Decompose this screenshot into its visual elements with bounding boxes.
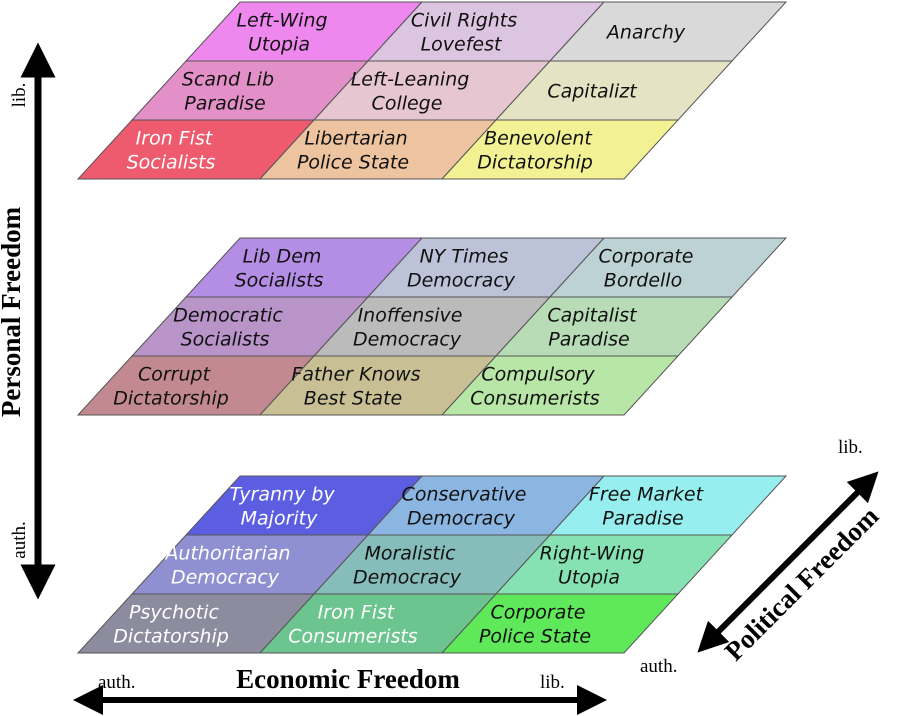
cell-label-line: Democracy [353,567,462,589]
cell-label-line: Left-Wing [236,10,327,32]
cell-label-line: Paradise [184,93,265,115]
cell-label-line: Scand Lib [182,69,274,91]
cell-label-line: Compulsory [481,364,595,386]
cell-label-line: Socialists [235,270,324,292]
cell-label-line: Authoritarian [163,543,290,565]
cell-label-line: Best State [304,388,402,410]
cell-label-line: Libertarian [304,128,407,150]
cell-label-line: Iron Fist [318,602,396,624]
cell-label-line: Bordello [604,270,682,292]
cell-label-line: Iron Fist [136,128,214,150]
cell-label-line: Consumerists [470,388,600,410]
personal-freedom-top-label: lib. [9,83,30,108]
economic-freedom-title: Economic Freedom [236,664,460,694]
cell-label-line: Utopia [558,567,620,589]
cell-label-line: Corrupt [138,364,212,386]
cell-label-line: Dictatorship [113,388,229,410]
cell-label-line: Lib Dem [243,246,322,268]
cell-label-line: Democracy [171,567,280,589]
economic-freedom-right-label: lib. [540,672,565,693]
cell-label-line: Socialists [127,152,216,174]
political-freedom-arrow [697,471,879,653]
cell-label-line: Paradise [602,508,683,530]
cell-label-line: Democratic [173,305,283,327]
cell-label-line: Free Market [589,484,705,506]
cell-label-line: Capitalizt [547,81,638,103]
cell-label-line: Conservative [402,484,527,506]
cell-label-line: Police State [297,152,409,174]
cell-label-line: Dictatorship [113,626,229,648]
cell-label-line: Democracy [353,329,462,351]
cell-middle-r2-c2 [440,355,680,416]
cell-label-line: Corporate [599,246,694,268]
cell-label-line: Capitalist [547,305,638,327]
cell-label-line: Civil Rights [411,10,517,32]
cell-label-line: Anarchy [605,22,686,44]
cell-label-line: Majority [241,508,318,530]
cell-label-line: Utopia [248,34,310,56]
cell-top-r2-c2 [440,119,680,180]
cell-label-line: Democracy [407,508,516,530]
economic-freedom-axis: auth. Economic Freedom lib. [73,664,607,715]
personal-freedom-title: Personal Freedom [0,206,26,417]
cell-label-line: Father Knows [291,364,420,386]
cell-label-line: Police State [479,626,591,648]
political-freedom-title: Political Freedom [719,500,885,666]
cell-label-line: Consumerists [288,626,418,648]
political-freedom-top-label: lib. [838,437,863,458]
cell-label-line: Tyranny by [229,484,335,506]
economic-freedom-left-label: auth. [98,672,135,693]
cell-label-line: College [372,93,443,115]
cell-label-line: Right-Wing [540,543,645,565]
cell-label-top-r1-c2: Capitalizt [547,81,638,103]
cell-label-line: Socialists [181,329,270,351]
personal-freedom-bottom-label: auth. [9,521,30,558]
political-freedom-bottom-label: auth. [640,656,677,677]
cell-label-line: Lovefest [421,34,503,56]
cell-label-line: Inoffensive [358,305,463,327]
cell-label-line: Left-Leaning [351,69,470,91]
cell-bottom-r2-c2 [440,593,680,654]
cell-label-line: Benevolent [484,128,593,150]
cell-label-top-r0-c2: Anarchy [605,22,686,44]
cell-label-line: Moralistic [364,543,456,565]
cell-label-line: Democracy [407,270,516,292]
cell-label-line: NY Times [420,246,509,268]
cell-label-line: Corporate [491,602,586,624]
cell-label-line: Paradise [548,329,629,351]
cell-label-line: Dictatorship [477,152,593,174]
cell-label-line: Psychotic [129,602,219,624]
personal-freedom-axis: lib. Personal Freedom auth. [0,42,56,600]
